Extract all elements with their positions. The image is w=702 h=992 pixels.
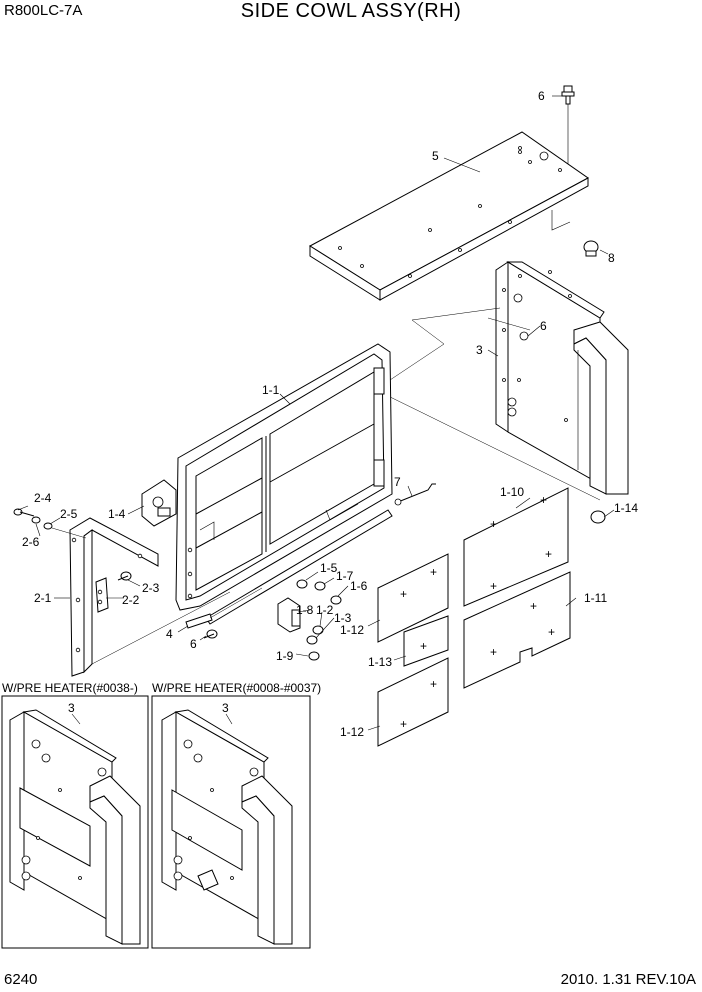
callout-3-left: 3 [68, 701, 75, 715]
svg-text:+: + [400, 587, 407, 601]
svg-text:+: + [545, 547, 552, 561]
callout-6-bottom: 6 [190, 637, 197, 651]
bolt-2-4 [13, 508, 35, 517]
bolt-2-3 [117, 571, 132, 581]
bolt-6-top [561, 85, 575, 166]
striker-1-8 [277, 597, 301, 633]
callout-1-1: 1-1 [262, 383, 280, 397]
model-number: R800LC-7A [4, 2, 83, 19]
washer-1-6 [330, 595, 342, 605]
bracket-panel-3 [495, 261, 629, 495]
door-frame-1-1 [175, 343, 393, 625]
callout-8: 8 [608, 251, 615, 265]
page-number: 6240 [4, 971, 38, 988]
callout-1-9: 1-9 [276, 649, 294, 663]
callout-1-4: 1-4 [108, 507, 126, 521]
callout-1-8: 1-8 [296, 603, 314, 617]
callout-2-5: 2-5 [60, 507, 78, 521]
callout-1-13: 1-13 [368, 655, 392, 669]
callout-1-7: 1-7 [336, 569, 354, 583]
bracket-2-1 [69, 517, 159, 677]
callout-3: 3 [476, 343, 483, 357]
variant-box-right: W/PRE HEATER(#0008-#0037) 3 [151, 681, 321, 949]
callout-1-10: 1-10 [500, 485, 524, 499]
callout-2-1: 2-1 [34, 591, 52, 605]
callout-7: 7 [394, 475, 401, 489]
washer-2-6 [31, 516, 41, 524]
hinge-2-2 [95, 577, 109, 613]
bolt-1-2 [312, 625, 324, 635]
pad-1-10: + + + + [463, 487, 569, 607]
pad-1-11: + + + [463, 571, 571, 689]
callout-6-mid: 6 [540, 319, 547, 333]
callout-1-11: 1-11 [584, 591, 607, 605]
callout-1-5: 1-5 [320, 561, 338, 575]
callout-2-6: 2-6 [22, 535, 40, 549]
bolt-6-bottom [203, 629, 218, 639]
page-title: SIDE COWL ASSY(RH) [240, 0, 462, 22]
pad-1-12-lower: + + [377, 657, 449, 747]
svg-text:+: + [490, 579, 497, 593]
nut-1-7 [314, 581, 326, 591]
bolt-1-3 [306, 635, 318, 645]
callout-1-12-lower: 1-12 [340, 725, 364, 739]
callout-6-top: 6 [538, 89, 545, 103]
svg-text:+: + [490, 517, 497, 531]
pad-1-13: + [403, 615, 449, 667]
latch-1-4 [141, 479, 177, 527]
svg-text:+: + [548, 625, 555, 639]
callout-2-3: 2-3 [142, 581, 160, 595]
plug-8 [583, 240, 599, 257]
svg-text:+: + [540, 493, 547, 507]
svg-text:+: + [490, 645, 497, 659]
callout-2-4: 2-4 [34, 491, 52, 505]
revision-date: 2010. 1.31 REV.10A [560, 971, 696, 988]
bolt-1-9 [308, 651, 320, 661]
top-plate-5 [309, 131, 589, 301]
variant-right-label: W/PRE HEATER(#0008-#0037) [152, 681, 321, 695]
callout-1-12-upper: 1-12 [340, 623, 364, 637]
svg-text:+: + [400, 717, 407, 731]
variant-left-label: W/PRE HEATER(#0038-) [2, 681, 138, 695]
washer-2-5 [43, 522, 53, 530]
variant-box-left: W/PRE HEATER(#0038-) 3 [1, 681, 149, 949]
callout-1-3: 1-3 [334, 611, 352, 625]
svg-text:+: + [530, 599, 537, 613]
svg-text:+: + [430, 565, 437, 579]
rod-4 [185, 613, 213, 629]
callout-2-2: 2-2 [122, 593, 140, 607]
callout-labels: 6 5 8 6 3 1-1 7 1-10 1-14 1-4 2-4 2-5 2-… [22, 89, 638, 739]
callout-4: 4 [166, 627, 173, 641]
assembly-lines-lower [91, 587, 263, 665]
assembly-lines-upper [379, 307, 601, 501]
callout-1-6: 1-6 [350, 579, 368, 593]
callout-1-14: 1-14 [614, 501, 638, 515]
leader-lines [17, 95, 615, 731]
washer-1-5 [296, 579, 308, 589]
rod-7 [394, 483, 436, 506]
callout-3-right: 3 [222, 701, 229, 715]
plug-1-14 [590, 510, 606, 524]
svg-text:+: + [420, 639, 427, 653]
pad-1-12-upper: + + [377, 553, 449, 643]
svg-text:+: + [430, 677, 437, 691]
callout-5: 5 [432, 149, 439, 163]
callout-1-2: 1-2 [316, 603, 334, 617]
